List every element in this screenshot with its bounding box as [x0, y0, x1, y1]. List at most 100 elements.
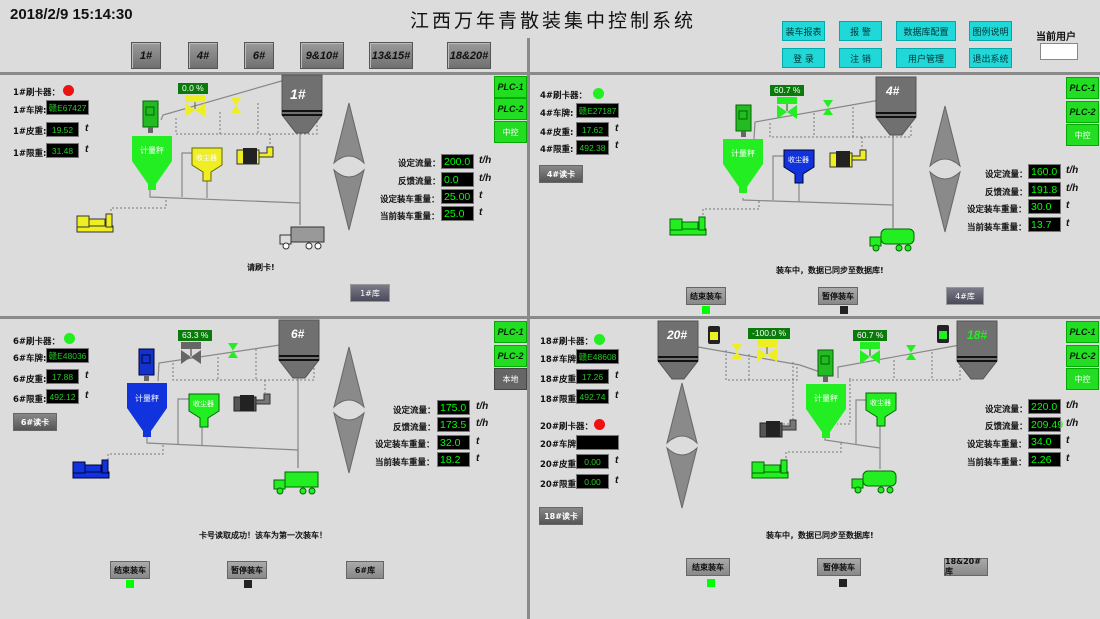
- p1-process-diagram: [110, 79, 318, 225]
- p6-status-message: 卡号读取成功！该车为第一次装车！: [199, 531, 327, 540]
- current-user-field[interactable]: [1040, 43, 1078, 60]
- nav-18-20[interactable]: 18&20#: [447, 42, 491, 69]
- p4-pause-loading-button[interactable]: 暂停装车: [818, 287, 858, 305]
- nav-1[interactable]: 1#: [131, 42, 161, 69]
- p4-limit-label: 4#限重:: [540, 145, 574, 155]
- p6-plc1-button[interactable]: PLC-1: [494, 321, 527, 343]
- p1-plc2-button[interactable]: PLC-2: [494, 98, 527, 120]
- p4-reader-status-icon: [593, 88, 604, 99]
- p6-compressor-icon: [72, 459, 110, 479]
- p18-end-loading-indicator: [707, 579, 715, 587]
- p18-compressor-icon: [751, 459, 789, 479]
- p20-valve-percent: -100.0 %: [748, 328, 791, 339]
- p18-mode-button[interactable]: 中控: [1066, 368, 1099, 390]
- nav-9-10[interactable]: 9&10#: [300, 42, 344, 69]
- p20-gate-valve-icon: [732, 344, 742, 359]
- p6-read-card-button[interactable]: 6#读卡: [13, 413, 57, 431]
- p18-pause-loading-button[interactable]: 暂停装车: [817, 558, 861, 576]
- p18-arrow-up-icon[interactable]: [666, 382, 698, 444]
- p20-silo-label: 20#: [667, 328, 688, 342]
- p4-set-weight-value: 30.0: [1028, 199, 1061, 214]
- p18-tare-value: 17.26: [576, 369, 609, 384]
- p6-end-loading-button[interactable]: 结束装车: [110, 561, 150, 579]
- p18-set-flow-value: 220.0: [1028, 399, 1061, 414]
- p1-tare-label: 1#皮重:: [13, 127, 47, 137]
- p18-arrow-down-icon[interactable]: [666, 447, 698, 509]
- p6-process-diagram: [107, 344, 315, 468]
- p6-dust-collector-icon: [188, 393, 220, 428]
- p1-scale-label: 计量秤: [140, 146, 164, 155]
- p4-dust-collector-icon: [783, 149, 815, 184]
- p18-read-card-button[interactable]: 18#读卡: [539, 507, 583, 525]
- p4-plate-value: 赣E27187: [576, 103, 619, 118]
- p6-store-button[interactable]: 6#库: [346, 561, 384, 579]
- p4-scale-label: 计量秤: [731, 149, 755, 158]
- p1-motor-icon: [142, 100, 159, 133]
- p1-pump-icon: [236, 146, 274, 165]
- exit-system-button[interactable]: 退出系统: [969, 48, 1012, 68]
- p1-feedback-flow-unit: t/h: [479, 173, 492, 184]
- p4-tare-unit: t: [615, 123, 619, 134]
- p1-reader-status-icon: [63, 85, 74, 96]
- logout-button[interactable]: 注 销: [839, 48, 882, 68]
- p6-pause-loading-indicator: [244, 580, 252, 588]
- legend-button[interactable]: 图例说明: [969, 21, 1012, 41]
- p1-mode-button[interactable]: 中控: [494, 121, 527, 143]
- p4-motor-icon: [735, 104, 752, 137]
- p6-silo-icon: [278, 319, 320, 379]
- p4-limit-unit: t: [615, 140, 619, 151]
- alarm-button[interactable]: 报 警: [839, 21, 882, 41]
- p6-current-weight-unit: t: [476, 453, 480, 464]
- p6-plc2-button[interactable]: PLC-2: [494, 345, 527, 367]
- p6-mode-button[interactable]: 本地: [494, 368, 527, 390]
- p18-plc1-button[interactable]: PLC-1: [1066, 321, 1099, 343]
- p4-end-loading-button[interactable]: 结束装车: [686, 287, 726, 305]
- p4-mode-button[interactable]: 中控: [1066, 124, 1099, 146]
- nav-13-15[interactable]: 13&15#: [369, 42, 413, 69]
- db-config-button[interactable]: 数据库配置: [896, 21, 956, 41]
- p18-set-weight-label: 设定装车重量：: [967, 440, 1027, 450]
- p18-plc2-button[interactable]: PLC-2: [1066, 345, 1099, 367]
- p6-current-weight-label: 当前装车重量：: [375, 458, 435, 468]
- p1-store-button[interactable]: 1#库: [350, 284, 390, 302]
- p4-set-flow-value: 160.0: [1028, 164, 1061, 179]
- p6-feedback-flow-value: 173.5: [437, 417, 470, 432]
- p20-limit-unit: t: [615, 475, 619, 486]
- divider-vertical: [527, 38, 530, 619]
- p4-control-valve-icon: [777, 97, 797, 119]
- p6-feedback-flow-label: 反馈流量：: [393, 423, 436, 433]
- p6-set-weight-unit: t: [476, 436, 480, 447]
- p4-status-message: 装车中，数据已同步至数据库!: [776, 266, 884, 275]
- p6-limit-unit: t: [85, 390, 89, 401]
- p4-read-card-button[interactable]: 4#读卡: [539, 165, 583, 183]
- p1-feedback-flow-label: 反馈流量：: [398, 177, 441, 187]
- p6-pause-loading-button[interactable]: 暂停装车: [227, 561, 267, 579]
- p18-limit-label: 18#限重:: [540, 395, 580, 405]
- p4-current-weight-value: 13.7: [1028, 217, 1061, 232]
- p4-plc1-button[interactable]: PLC-1: [1066, 77, 1099, 99]
- login-button[interactable]: 登 录: [782, 48, 825, 68]
- p18-motor-icon: [817, 349, 834, 382]
- p1-plc1-button[interactable]: PLC-1: [494, 76, 527, 98]
- p6-set-flow-label: 设定流量：: [393, 406, 436, 416]
- p6-tare-value: 17.88: [46, 369, 79, 384]
- p4-set-flow-unit: t/h: [1066, 165, 1079, 176]
- p18-set-flow-unit: t/h: [1066, 400, 1079, 411]
- p6-reader-label: 6#刷卡器：: [13, 337, 61, 347]
- nav-6[interactable]: 6#: [244, 42, 274, 69]
- p18-end-loading-button[interactable]: 结束装车: [686, 558, 730, 576]
- p1-scale-hopper-icon: [132, 136, 172, 190]
- p1-dust-collector-icon: [191, 147, 223, 182]
- p20-control-valve-icon: [757, 340, 777, 362]
- loading-report-button[interactable]: 装车报表: [782, 21, 825, 41]
- p18-dust-collector-icon: [865, 392, 897, 427]
- user-management-button[interactable]: 用户管理: [896, 48, 956, 68]
- p4-plc2-button[interactable]: PLC-2: [1066, 101, 1099, 123]
- p18-store-button[interactable]: 18&20#库: [944, 557, 988, 576]
- p18-truck-icon: [851, 470, 897, 494]
- p4-store-button[interactable]: 4#库: [946, 287, 984, 305]
- p6-current-weight-value: 18.2: [437, 452, 470, 467]
- p18-current-weight-value: 2.26: [1028, 452, 1061, 467]
- nav-4[interactable]: 4#: [188, 42, 218, 69]
- p4-set-weight-unit: t: [1066, 200, 1070, 211]
